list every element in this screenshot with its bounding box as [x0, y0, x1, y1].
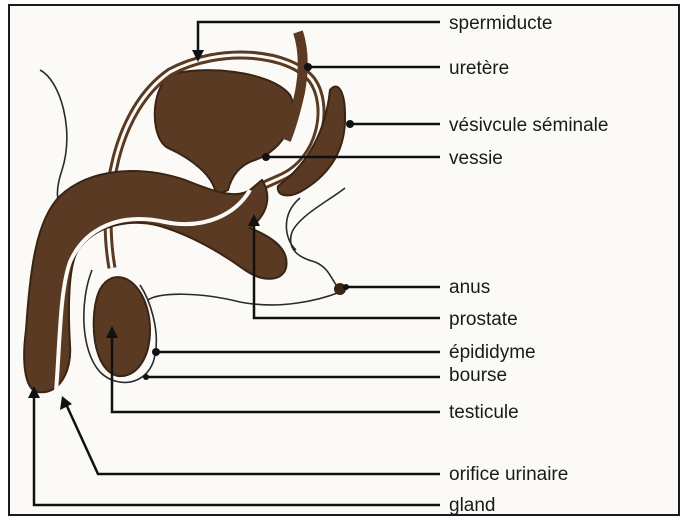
label-gland: gland [449, 495, 496, 516]
label-testicule: testicule [449, 402, 519, 423]
dot-vessie [262, 153, 270, 161]
anatomy-drawing [24, 32, 346, 392]
label-spermiducte: spermiducte [449, 13, 553, 34]
dot-anus [343, 284, 349, 290]
label-prostate: prostate [449, 309, 518, 330]
label-anus: anus [449, 277, 490, 298]
label-vessie: vessie [449, 148, 503, 169]
testis-shape [94, 277, 150, 376]
ureter-tube [286, 32, 303, 140]
label-vesicule-seminale: vésivcule séminale [449, 115, 608, 136]
label-orifice-urinaire: orifice urinaire [449, 464, 568, 485]
dot-uretere [304, 63, 312, 71]
leader-orifice [66, 404, 440, 474]
dot-vesicule [346, 120, 354, 128]
rectum-outline [286, 188, 345, 290]
label-uretere: uretère [449, 58, 509, 79]
label-epididyme: épididyme [449, 342, 536, 363]
diagram-labels: spermiducte uretère vésivcule séminale v… [449, 13, 608, 516]
dot-epididyme [152, 348, 160, 356]
perineum-outline [148, 292, 340, 305]
dot-bourse [143, 374, 149, 380]
arrow-orifice [60, 396, 72, 410]
leader-testicule [112, 334, 440, 412]
label-bourse: bourse [449, 365, 507, 386]
leader-spermiducte [198, 22, 440, 52]
